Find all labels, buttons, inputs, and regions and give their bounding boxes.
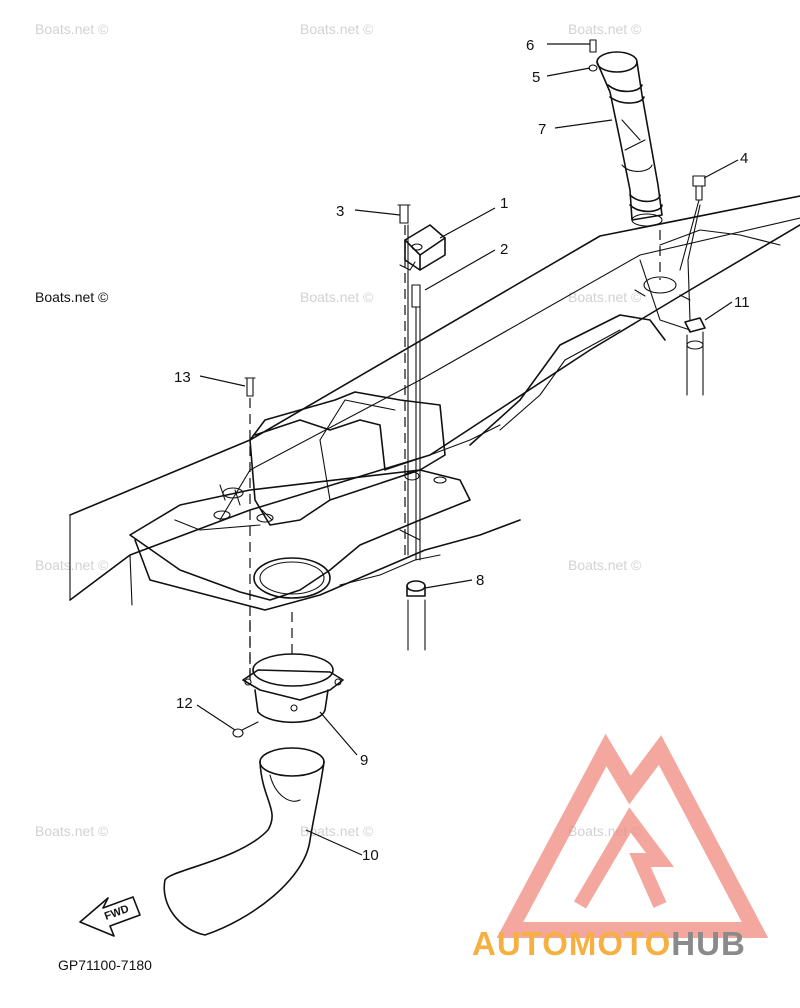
automotohub-logo: AUTOMOTOHUB	[472, 733, 769, 962]
svg-text:AUTOMOTOHUB: AUTOMOTOHUB	[472, 925, 746, 962]
bolt-4	[679, 175, 706, 321]
callout-13: 13	[174, 369, 191, 386]
watermarks: Boats.net © Boats.net © Boats.net © Boat…	[35, 21, 642, 839]
screw-5-6	[588, 39, 598, 72]
callout-8: 8	[476, 572, 484, 589]
screw-3	[397, 204, 411, 556]
callout-11: 11	[734, 294, 750, 311]
leader-lines	[196, 43, 739, 856]
watermark: Boats.net ©	[35, 21, 109, 37]
logo-auto: AUTO	[472, 925, 569, 962]
watermark: Boats.net ©	[568, 557, 642, 573]
logo-moto: MOTO	[569, 925, 671, 962]
bolt-12	[232, 721, 259, 738]
rod-13	[244, 377, 256, 680]
watermark: Boats.net ©	[568, 21, 642, 37]
callouts: 1 2 3 4 5 6 7 8 9 10 11 12 13	[174, 37, 750, 864]
clamp-11	[684, 317, 706, 396]
grommet-8	[406, 580, 426, 651]
callout-6: 6	[526, 37, 534, 54]
callout-2: 2	[500, 241, 508, 258]
watermark: Boats.net ©	[300, 289, 374, 305]
callout-3: 3	[336, 203, 344, 220]
hull-deck	[69, 195, 800, 611]
adapter-ring-9	[242, 653, 344, 724]
logo-inner-mark	[573, 807, 674, 909]
fwd-arrow: FWD	[79, 896, 141, 937]
watermark: Boats.net ©	[35, 823, 109, 839]
callout-1: 1	[500, 195, 508, 212]
logo-hub: HUB	[671, 925, 746, 962]
callout-4: 4	[740, 150, 748, 167]
bracket-1	[399, 224, 446, 271]
callout-10: 10	[362, 847, 379, 864]
filter-7	[596, 51, 663, 227]
part-code: GP71100-7180	[58, 957, 152, 973]
callout-7: 7	[538, 121, 546, 138]
watermark: Boats.net ©	[35, 557, 109, 573]
callout-5: 5	[532, 69, 540, 86]
callout-12: 12	[176, 695, 193, 712]
watermark: Boats.net ©	[300, 21, 374, 37]
watermark-dark: Boats.net ©	[35, 289, 109, 305]
callout-9: 9	[360, 752, 368, 769]
duct-10	[163, 747, 325, 936]
watermark: Boats.net ©	[568, 289, 642, 305]
logo-triangle	[496, 733, 769, 938]
pin-2	[411, 284, 421, 561]
